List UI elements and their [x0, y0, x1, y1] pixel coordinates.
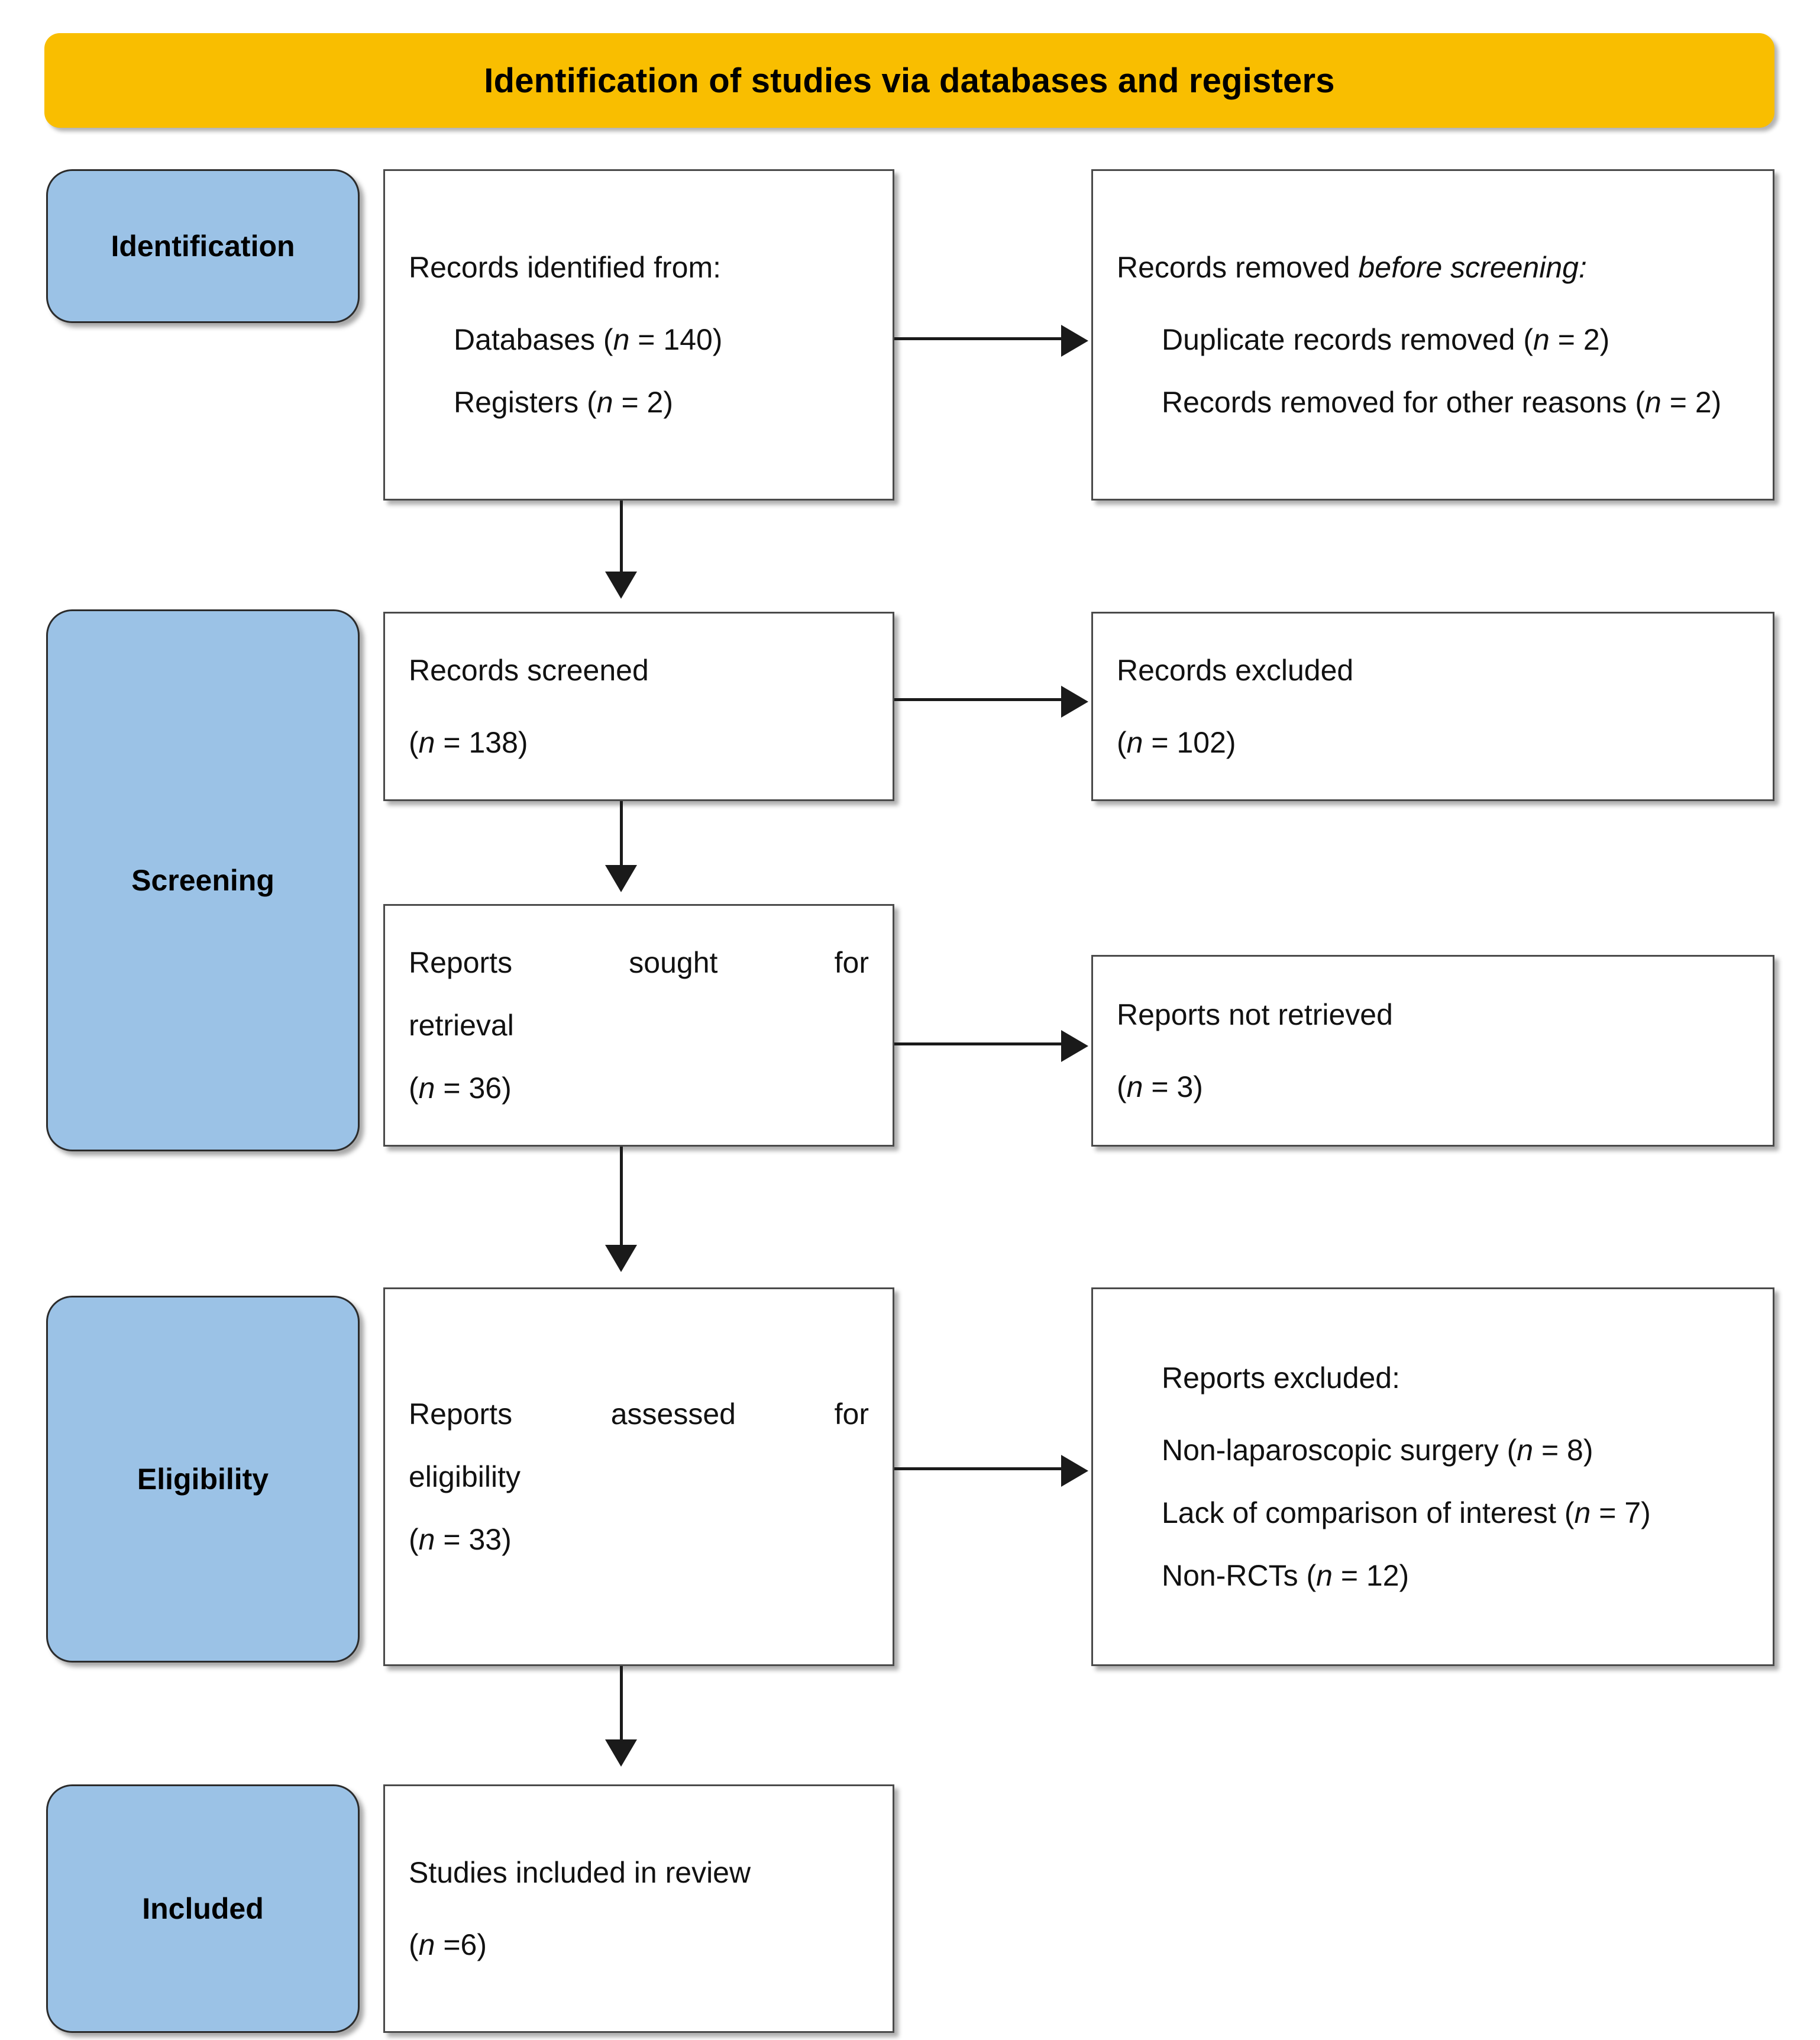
box-studies-included: Studies included in review (n =6): [383, 1784, 894, 2033]
reports-not-retrieved-label: Reports not retrieved: [1117, 998, 1393, 1031]
stage-label-eligibility: Eligibility: [137, 1463, 269, 1496]
reports-excluded-reason-2: Lack of comparison of interest (n = 7): [1162, 1496, 1651, 1529]
records-screened-label: Records screened: [409, 654, 649, 687]
banner-title: Identification of studies via databases …: [484, 61, 1335, 100]
studies-included-label: Studies included in review: [409, 1856, 751, 1889]
stage-label-screening: Screening: [131, 864, 274, 897]
reports-sought-label-line1: Reports sought for: [409, 946, 869, 979]
records-identified-registers: Registers (n = 2): [454, 386, 673, 419]
arrowhead-right-sought-to-not-retrieved: [1061, 1030, 1088, 1062]
diagram-header-banner: Identification of studies via databases …: [44, 33, 1774, 128]
studies-included-count: (n =6): [409, 1928, 487, 1961]
reports-excluded-heading: Reports excluded:: [1162, 1361, 1401, 1395]
box-reports-excluded: Reports excluded: Non-laparoscopic surge…: [1091, 1287, 1774, 1666]
reports-excluded-reason-1: Non-laparoscopic surgery (n = 8): [1162, 1434, 1593, 1467]
records-identified-heading: Records identified from:: [409, 251, 722, 284]
arrowhead-down-assessed-to-included: [605, 1739, 637, 1767]
stage-box-included: Included: [46, 1784, 360, 2033]
arrowhead-down-sought-to-assessed: [605, 1245, 637, 1272]
arrowhead-down-identified-to-screened: [605, 572, 637, 599]
stage-box-identification: Identification: [46, 169, 360, 323]
stage-box-eligibility: Eligibility: [46, 1296, 360, 1663]
box-reports-not-retrieved: Reports not retrieved (n = 3): [1091, 955, 1774, 1147]
box-records-identified: Records identified from: Databases (n = …: [383, 169, 894, 501]
records-removed-duplicates: Duplicate records removed (n = 2): [1162, 323, 1610, 356]
connector-assessed-to-reports-excluded: [894, 1467, 1065, 1470]
reports-sought-label-line2: retrieval: [409, 1009, 514, 1042]
connector-sought-to-assessed: [620, 1147, 623, 1251]
arrowhead-right-identified-to-removed: [1061, 325, 1088, 357]
stage-label-identification: Identification: [111, 230, 295, 263]
stage-label-included: Included: [142, 1892, 264, 1925]
connector-identified-to-screened: [620, 501, 623, 577]
records-screened-count: (n = 138): [409, 726, 528, 759]
reports-assessed-count: (n = 33): [409, 1523, 512, 1556]
reports-assessed-label-line2: eligibility: [409, 1460, 521, 1493]
box-reports-assessed: Reports assessed for eligibility (n = 33…: [383, 1287, 894, 1666]
arrowhead-right-screened-to-records-excluded: [1061, 686, 1088, 718]
records-removed-heading: Records removed before screening:: [1117, 251, 1587, 284]
box-records-removed: Records removed before screening: Duplic…: [1091, 169, 1774, 501]
records-identified-databases: Databases (n = 140): [454, 323, 723, 356]
connector-assessed-to-included: [620, 1666, 623, 1745]
box-records-excluded: Records excluded (n = 102): [1091, 612, 1774, 801]
connector-screened-to-records-excluded: [894, 698, 1065, 701]
stage-box-screening: Screening: [46, 609, 360, 1151]
records-excluded-label: Records excluded: [1117, 654, 1354, 687]
connector-identified-to-removed: [894, 337, 1065, 340]
connector-sought-to-not-retrieved: [894, 1042, 1065, 1045]
arrowhead-down-screened-to-sought: [605, 865, 637, 892]
box-records-screened: Records screened (n = 138): [383, 612, 894, 801]
box-reports-sought: Reports sought for retrieval (n = 36): [383, 904, 894, 1147]
records-removed-other: Records removed for other reasons (n = 2…: [1162, 386, 1722, 419]
records-excluded-count: (n = 102): [1117, 726, 1236, 759]
reports-sought-count: (n = 36): [409, 1071, 512, 1105]
connector-screened-to-sought: [620, 801, 623, 871]
reports-excluded-reason-3: Non-RCTs (n = 12): [1162, 1559, 1410, 1592]
arrowhead-right-assessed-to-reports-excluded: [1061, 1455, 1088, 1487]
reports-assessed-label-line1: Reports assessed for: [409, 1397, 869, 1431]
reports-not-retrieved-count: (n = 3): [1117, 1070, 1203, 1103]
